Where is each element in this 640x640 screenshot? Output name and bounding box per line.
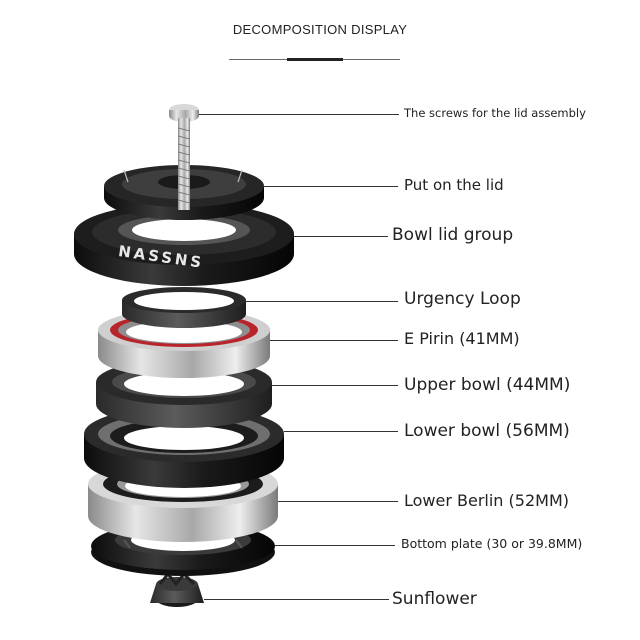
page-title: DECOMPOSITION DISPLAY [232, 22, 408, 37]
sunflower-part [150, 571, 204, 607]
label-urgency-loop: Urgency Loop [404, 289, 521, 309]
leader-line-lower-bearing [278, 501, 398, 502]
label-lower-bowl: Lower bowl (56MM) [404, 421, 570, 441]
label-screw: The screws for the lid assembly [404, 106, 586, 120]
bowl-lid-part [74, 203, 294, 286]
leader-line-bottom-plate [275, 545, 395, 546]
label-lower-bearing: Lower Berlin (52MM) [404, 491, 569, 510]
title-divider-accent [287, 58, 343, 61]
leader-line-lower-bowl [284, 431, 398, 432]
label-upper-bearing: E Pirin (41MM) [404, 329, 520, 348]
leader-line-upper-bearing [270, 340, 398, 341]
leader-line-bowl-lid [294, 236, 388, 237]
leader-line-top-cap [264, 186, 398, 187]
leader-line-urgency-loop [246, 301, 398, 302]
label-bowl-lid: Bowl lid group [392, 225, 514, 245]
screw-part [169, 104, 199, 210]
label-upper-bowl: Upper bowl (44MM) [404, 375, 571, 395]
label-bottom-plate: Bottom plate (30 or 39.8MM) [401, 536, 583, 551]
urgency-loop-part [122, 287, 246, 328]
leader-line-sunflower [204, 599, 389, 600]
leader-line-upper-bowl [272, 385, 398, 386]
label-sunflower: Sunflower [392, 589, 477, 609]
label-top-cap: Put on the lid [404, 176, 504, 194]
leader-line-screw [199, 114, 399, 115]
